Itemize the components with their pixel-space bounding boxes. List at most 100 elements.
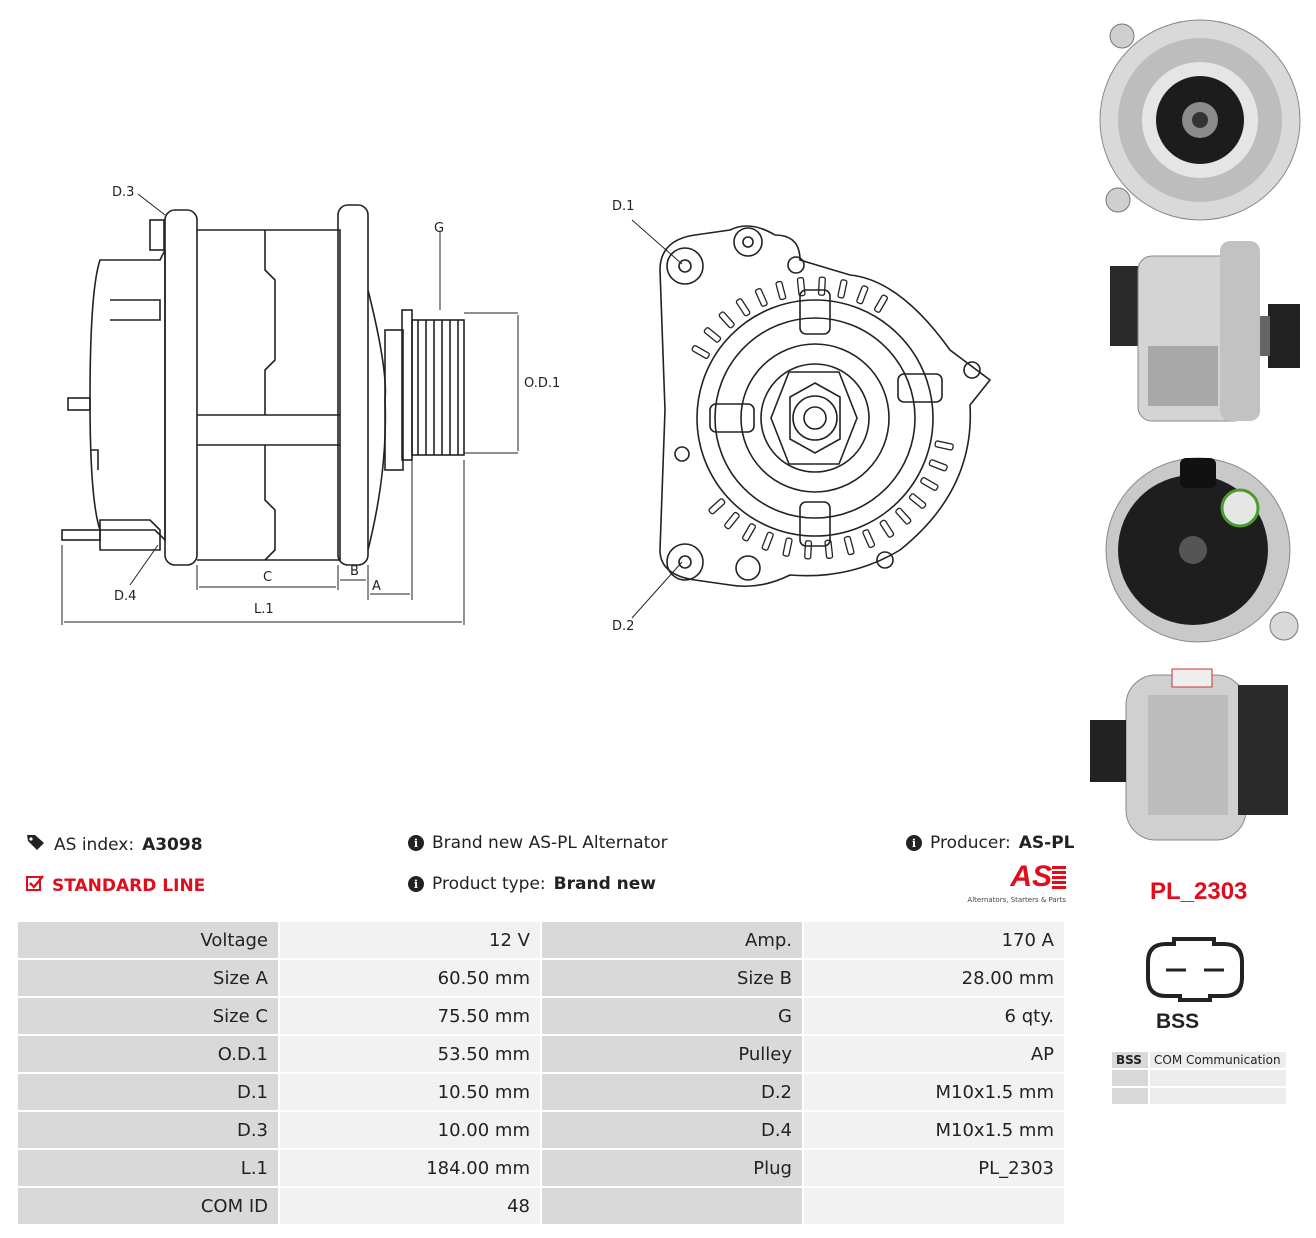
spec-value: 184.00 mm xyxy=(278,1148,542,1188)
product-type-value: Brand new xyxy=(553,874,656,894)
tag-icon xyxy=(26,833,46,856)
label-d2: D.2 xyxy=(612,619,634,634)
front-view-drawing: D.1 D.2 xyxy=(612,199,992,634)
spec-key: D.1 xyxy=(16,1072,280,1112)
info-icon: i xyxy=(408,876,424,892)
label-c: C xyxy=(263,570,272,585)
as-pl-logo: AS Alternators, Starters & Parts xyxy=(966,862,1066,908)
spec-value: 75.50 mm xyxy=(278,996,542,1036)
spec-key: Voltage xyxy=(16,920,280,960)
com-row xyxy=(1110,1068,1288,1088)
cooling-slot xyxy=(928,459,948,472)
spec-value: M10x1.5 mm xyxy=(802,1110,1066,1150)
side-view-drawing: D.3 G O.D.1 C B A L.1 D.4 xyxy=(61,185,560,625)
com-code: BSS xyxy=(1110,1050,1150,1070)
cooling-slot xyxy=(873,294,889,313)
checkbox-icon xyxy=(26,874,44,897)
spec-key: D.3 xyxy=(16,1110,280,1150)
cooling-slot xyxy=(796,277,806,297)
cooling-slot xyxy=(920,476,939,492)
plug-connector-icon xyxy=(1146,937,1244,1002)
product-photo-front xyxy=(1099,19,1301,221)
label-od1: O.D.1 xyxy=(524,376,560,391)
label-d4: D.4 xyxy=(114,589,136,604)
com-code xyxy=(1110,1086,1150,1106)
cooling-slot xyxy=(782,537,793,557)
producer-label: Producer: xyxy=(930,833,1011,853)
product-photo-angle xyxy=(1090,668,1288,841)
cooling-slot xyxy=(843,535,855,556)
spec-key: COM ID xyxy=(16,1186,280,1226)
spec-key: Size C xyxy=(16,996,280,1036)
spec-key: L.1 xyxy=(16,1148,280,1188)
cooling-slot xyxy=(754,287,768,307)
spec-key: Plug xyxy=(540,1148,804,1188)
spec-value: 170 A xyxy=(802,920,1066,960)
spec-value xyxy=(802,1186,1066,1226)
product-type-row: i Product type: Brand new xyxy=(408,874,656,894)
brand-new-text: Brand new AS-PL Alternator xyxy=(432,833,668,853)
product-type-label: Product type: xyxy=(432,874,546,894)
producer-row: i Producer: AS-PL xyxy=(906,833,1075,853)
label-l1: L.1 xyxy=(254,602,274,617)
spec-value: 10.00 mm xyxy=(278,1110,542,1150)
spec-key: Pulley xyxy=(540,1034,804,1074)
cooling-slot xyxy=(817,276,826,296)
producer-value: AS-PL xyxy=(1018,833,1075,853)
spec-value: 12 V xyxy=(278,920,542,960)
spec-key xyxy=(540,1186,804,1226)
spec-key: D.2 xyxy=(540,1072,804,1112)
com-row xyxy=(1110,1086,1288,1106)
as-index-value: A3098 xyxy=(142,834,203,855)
spec-key: Size A xyxy=(16,958,280,998)
info-icon: i xyxy=(906,835,922,851)
as-index-row: AS index: A3098 xyxy=(26,833,203,856)
standard-line-label: STANDARD LINE xyxy=(52,875,206,896)
info-icon: i xyxy=(408,835,424,851)
as-index-label: AS index: xyxy=(54,834,135,855)
plug-code: PL_2303 xyxy=(1150,878,1248,905)
cooling-slot xyxy=(718,311,735,329)
cooling-slot xyxy=(724,511,740,530)
cooling-slot xyxy=(691,344,710,360)
logo-mark: AS xyxy=(1010,860,1052,893)
cooling-slot xyxy=(761,531,774,551)
logo-tagline: Alternators, Starters & Parts xyxy=(967,896,1066,904)
product-photo-rear xyxy=(1105,457,1299,643)
spec-value: M10x1.5 mm xyxy=(802,1072,1066,1112)
spec-value: AP xyxy=(802,1034,1066,1074)
cooling-slot xyxy=(908,493,927,509)
product-photo-side xyxy=(1110,241,1300,422)
spec-value: 53.50 mm xyxy=(278,1034,542,1074)
com-description xyxy=(1148,1068,1288,1088)
standard-line-row: STANDARD LINE xyxy=(26,874,205,897)
cooling-slot xyxy=(862,529,876,549)
label-b: B xyxy=(350,564,359,579)
com-description: COM Communication xyxy=(1148,1050,1288,1070)
spec-value: 48 xyxy=(278,1186,542,1226)
spec-value: PL_2303 xyxy=(802,1148,1066,1188)
label-g: G xyxy=(434,221,444,236)
spec-key: Amp. xyxy=(540,920,804,960)
plug-type: BSS xyxy=(1156,1010,1200,1033)
cooling-slot xyxy=(804,540,813,560)
cooling-slot xyxy=(735,298,751,317)
cooling-slot xyxy=(895,507,912,525)
cooling-slot xyxy=(741,523,757,542)
spec-value: 10.50 mm xyxy=(278,1072,542,1112)
cooling-slot xyxy=(856,285,869,305)
com-code xyxy=(1110,1068,1150,1088)
spec-value: 60.50 mm xyxy=(278,958,542,998)
spec-key: O.D.1 xyxy=(16,1034,280,1074)
label-a: A xyxy=(372,579,381,594)
cooling-slot xyxy=(837,279,848,299)
spec-key: D.4 xyxy=(540,1110,804,1150)
spec-value: 6 qty. xyxy=(802,996,1066,1036)
